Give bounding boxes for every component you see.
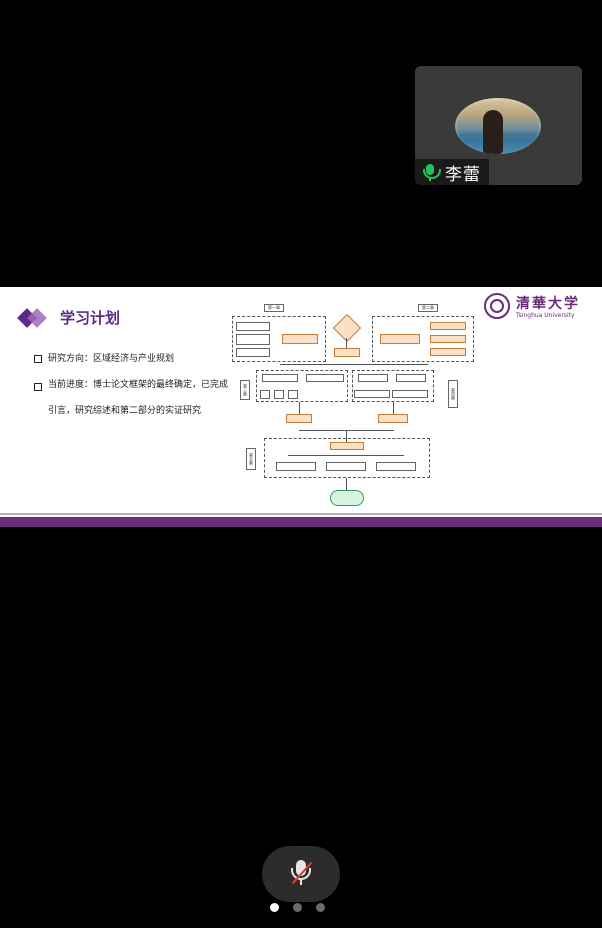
flow-box: [288, 390, 298, 399]
microphone-on-icon: [421, 163, 441, 181]
flow-terminal: [330, 490, 364, 506]
flow-box: [282, 334, 318, 344]
university-seal-icon: [484, 293, 510, 319]
bullet-item: 研究方向：区域经济与产业规划: [34, 353, 234, 365]
flow-box: [334, 348, 360, 357]
flow-connector: [288, 455, 404, 456]
slide-bullets: 研究方向：区域经济与产业规划 当前进度：博士论文框架的最终确定，已完成引言，研究…: [34, 353, 234, 440]
participant-avatar: [455, 98, 541, 154]
microphone-muted-icon: [289, 860, 313, 888]
page-dot[interactable]: [270, 903, 279, 912]
flow-decision: [332, 313, 362, 343]
participant-tile[interactable]: 李蕾: [415, 66, 582, 185]
slide-footer-bar: [0, 517, 602, 527]
flow-connector: [393, 402, 394, 414]
chapter-4-label: 第四章: [448, 380, 458, 408]
logo-english-name: Tsinghua University: [516, 312, 575, 319]
flow-connector: [280, 364, 428, 365]
chapter-2-group: [372, 316, 474, 362]
page-dot[interactable]: [316, 903, 325, 912]
flow-box: [430, 348, 466, 356]
logo-chinese-name: 清華大学: [516, 296, 580, 312]
flow-box: [260, 390, 270, 399]
shared-screen-slide: 学习计划 清華大学 Tsinghua University 研究方向：区域经济与…: [0, 287, 602, 527]
thesis-flowchart: 第一章 第二章 第三章 第四章: [226, 302, 480, 512]
flow-box: [430, 322, 466, 330]
chapter-3-group: [256, 370, 348, 402]
flow-box: [236, 334, 270, 345]
chapter-2-label: 第二章: [418, 304, 438, 312]
flow-box: [286, 414, 312, 423]
flow-box: [392, 390, 428, 398]
chapter-3-label: 第三章: [240, 380, 250, 400]
flow-box: [396, 374, 426, 382]
diamond-bullet-icon: [16, 307, 50, 328]
flow-box: [236, 322, 270, 331]
flow-box: [306, 374, 344, 382]
unmute-button[interactable]: [262, 846, 340, 902]
chapter-1-group: [232, 316, 326, 362]
flow-box: [326, 462, 366, 471]
flow-box: [380, 334, 420, 344]
slide-divider: [0, 513, 602, 515]
flow-connector: [299, 402, 300, 414]
bullet-item: 当前进度：博士论文框架的最终确定，已完成引言，研究综述和第二部分的实证研究: [34, 380, 234, 424]
flow-connector: [346, 430, 347, 442]
chapter-1-label: 第一章: [264, 304, 284, 312]
slide-title: 学习计划: [60, 309, 121, 327]
page-indicator[interactable]: [270, 903, 325, 912]
flow-box: [274, 390, 284, 399]
slide-title-group: 学习计划: [16, 307, 120, 328]
flow-box: [358, 374, 388, 382]
participant-name-bar: 李蕾: [415, 159, 489, 185]
chapter-5-label: 第五章: [246, 448, 256, 470]
flow-box: [378, 414, 408, 423]
flow-box: [376, 462, 416, 471]
university-logo: 清華大学 Tsinghua University: [484, 293, 580, 319]
participant-name: 李蕾: [445, 164, 481, 185]
chapter-4-group: [352, 370, 434, 402]
square-bullet-icon: [34, 355, 42, 363]
flow-box: [430, 335, 466, 343]
page-dot[interactable]: [293, 903, 302, 912]
flow-box: [330, 442, 364, 450]
flow-box: [276, 462, 316, 471]
flow-box: [236, 348, 270, 357]
chapter-5-group: [264, 438, 430, 478]
square-bullet-icon: [34, 383, 42, 391]
flow-connector: [346, 478, 347, 490]
flow-box: [262, 374, 298, 382]
flow-box: [354, 390, 390, 398]
flow-connector: [346, 338, 347, 348]
